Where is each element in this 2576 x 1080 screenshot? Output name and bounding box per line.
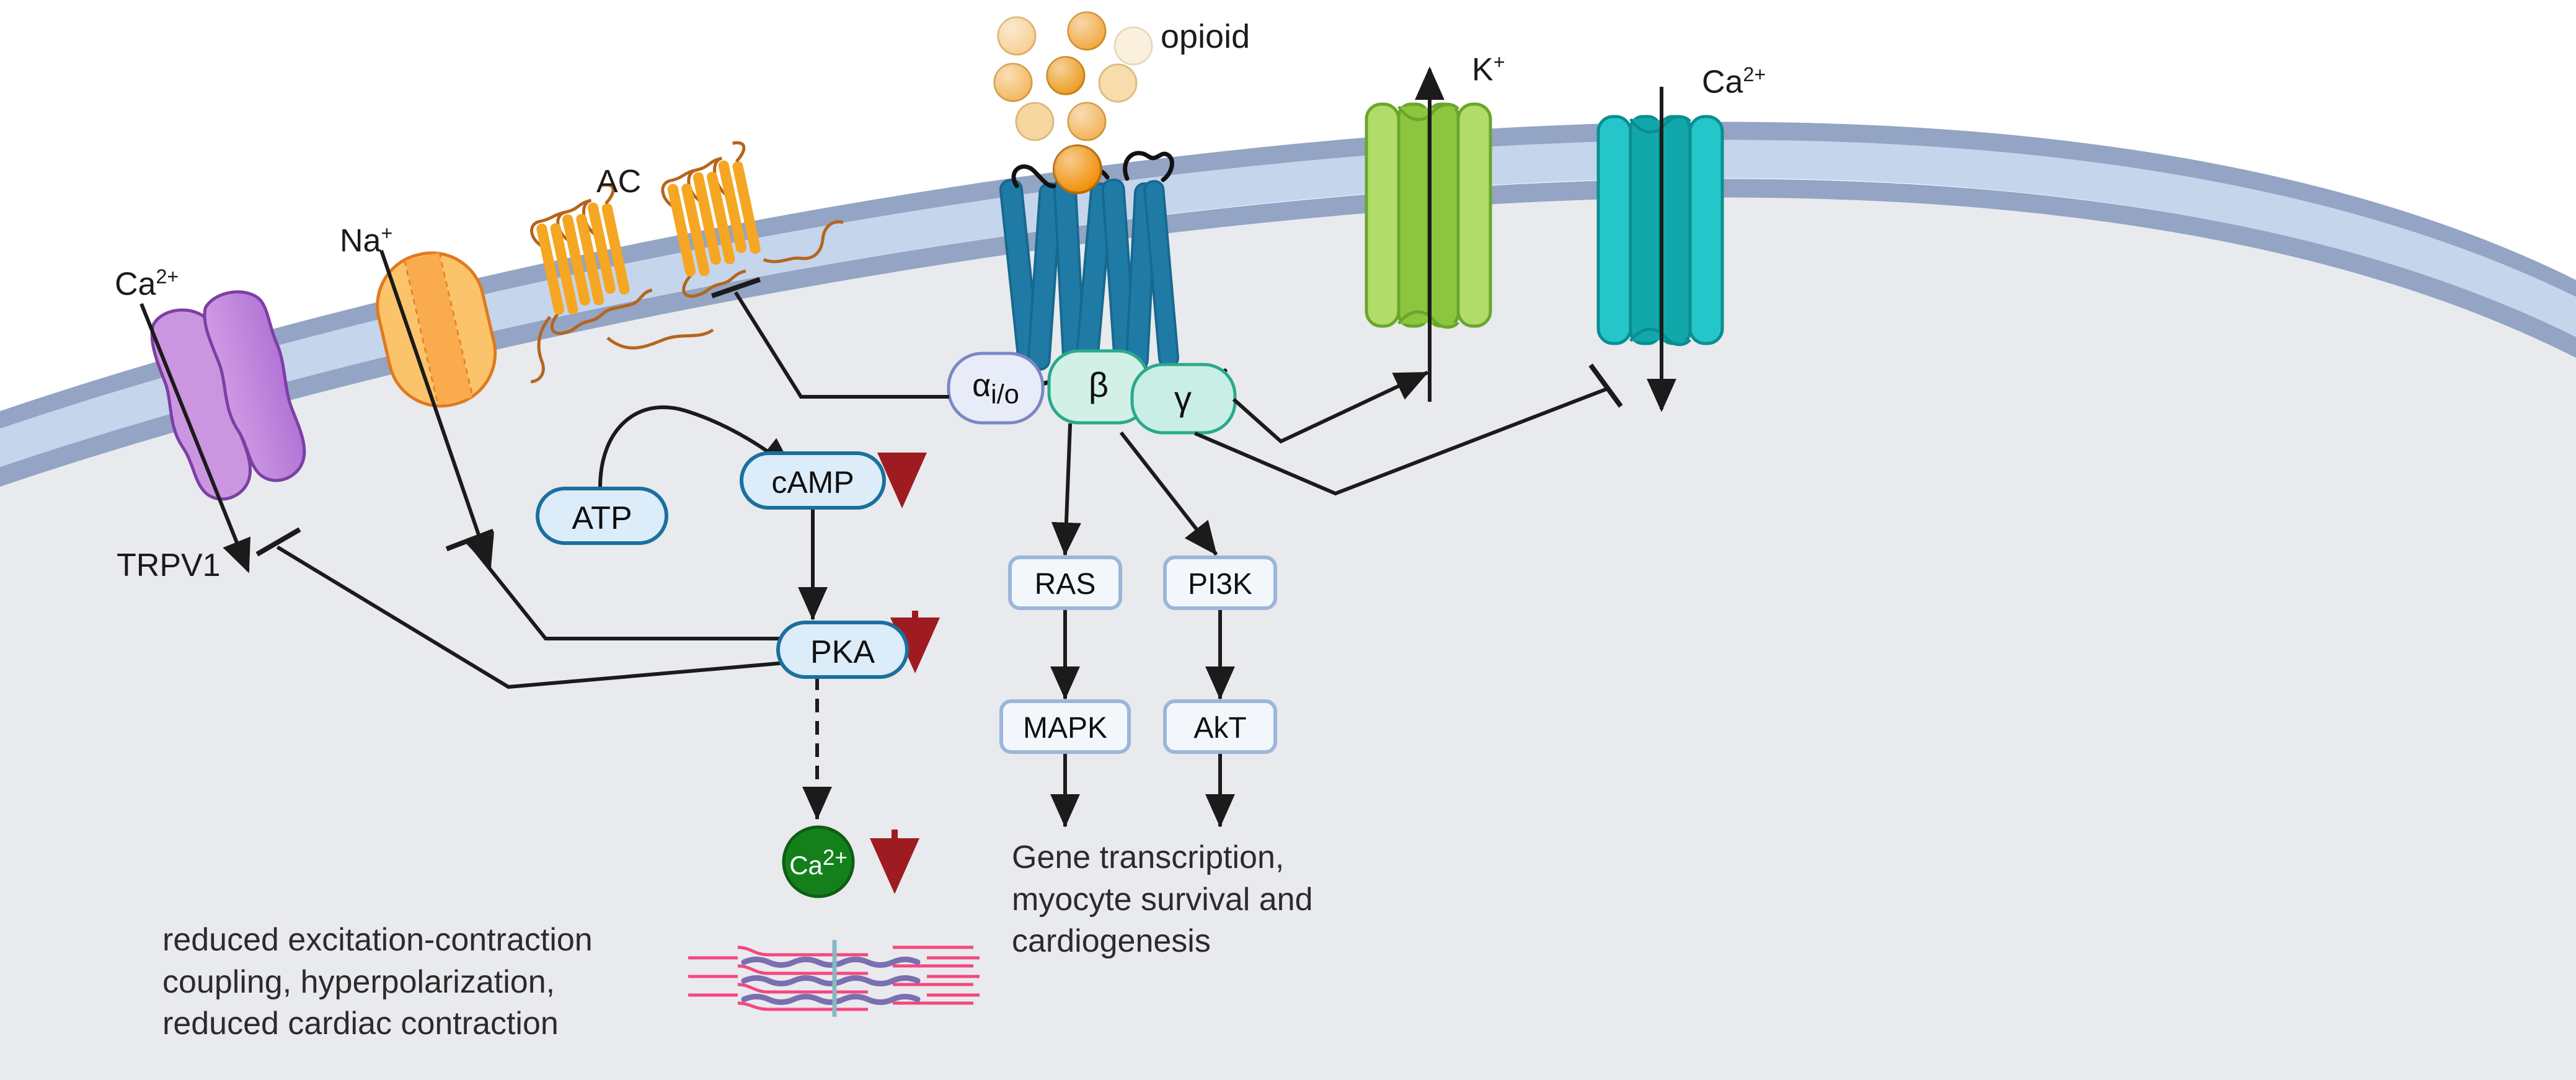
na-flux-arrow (379, 250, 494, 570)
node-label-pka: PKA (810, 634, 875, 670)
potassium-channel[interactable] (1365, 66, 1492, 402)
outcome-gene-transcription: Gene transcription, myocyte survival and… (1012, 839, 1313, 960)
beta-to-pi3k-arrow (1119, 431, 1218, 556)
node-ras[interactable] (1008, 555, 1122, 610)
node-label-ras: RAS (1034, 568, 1096, 601)
node-mapk[interactable] (999, 699, 1131, 754)
trpv1-inhibitor-bar (255, 527, 301, 557)
outcome-reduced-contraction: reduced excitation-contraction coupling,… (162, 922, 593, 1042)
pka-to-na-inhibition (468, 542, 781, 640)
ac-inhibitor-bar (710, 277, 761, 299)
label-na-extracellular: Na+ (340, 222, 393, 259)
pka-to-trpv1-inhibition (276, 545, 781, 689)
gamma-to-k-channel-arrow (1232, 371, 1429, 444)
sarcomere-illustration (688, 940, 980, 1017)
trpv1-flux-arrow (139, 303, 251, 573)
atp-to-camp-arrow (598, 405, 794, 490)
trpv1-channel[interactable] (145, 284, 312, 507)
adenylyl-cyclase[interactable] (494, 124, 852, 384)
cytosolic-calcium-label: Ca2+ (789, 846, 848, 880)
ca-channel-inhibitor-bar (1588, 363, 1623, 408)
g-gamma-label: γ (1174, 379, 1192, 418)
node-label-camp: cAMP (771, 465, 854, 500)
cytosolic-calcium-node (782, 825, 855, 898)
decrease-indicators (870, 453, 940, 895)
na-inhibitor-bar (445, 528, 495, 552)
beta-to-ras-arrow (1051, 423, 1081, 556)
label-k-extracellular: K+ (1472, 51, 1505, 88)
g-alpha-label: αi/o (972, 368, 1019, 410)
label-ac: AC (596, 164, 642, 200)
node-camp[interactable] (740, 451, 886, 510)
node-label-pi3k: PI3K (1187, 568, 1253, 601)
node-label-atp: ATP (572, 500, 632, 536)
calcium-channel[interactable] (1596, 87, 1724, 412)
g-beta-label: β (1088, 365, 1109, 404)
node-pi3k[interactable] (1163, 555, 1277, 610)
opioid-receptor[interactable] (999, 144, 1228, 391)
na-channel[interactable] (367, 242, 505, 416)
label-ca-extracellular-left: Ca2+ (115, 265, 179, 303)
node-label-akt: AkT (1193, 712, 1247, 745)
label-opioid: opioid (1161, 18, 1250, 55)
node-label-mapk: MAPK (1022, 712, 1108, 745)
label-ca-extracellular-right: Ca2+ (1702, 63, 1766, 100)
node-atp[interactable] (536, 487, 668, 545)
node-akt[interactable] (1163, 699, 1277, 754)
gamma-to-ca-channel-inhibition (1194, 387, 1608, 496)
label-trpv1: TRPV1 (117, 547, 221, 583)
g-protein-alpha-subunit[interactable] (947, 352, 1045, 425)
opioid-dot (993, 11, 1153, 141)
node-pka[interactable] (776, 621, 909, 679)
alpha-to-ac-inhibition (733, 291, 949, 399)
